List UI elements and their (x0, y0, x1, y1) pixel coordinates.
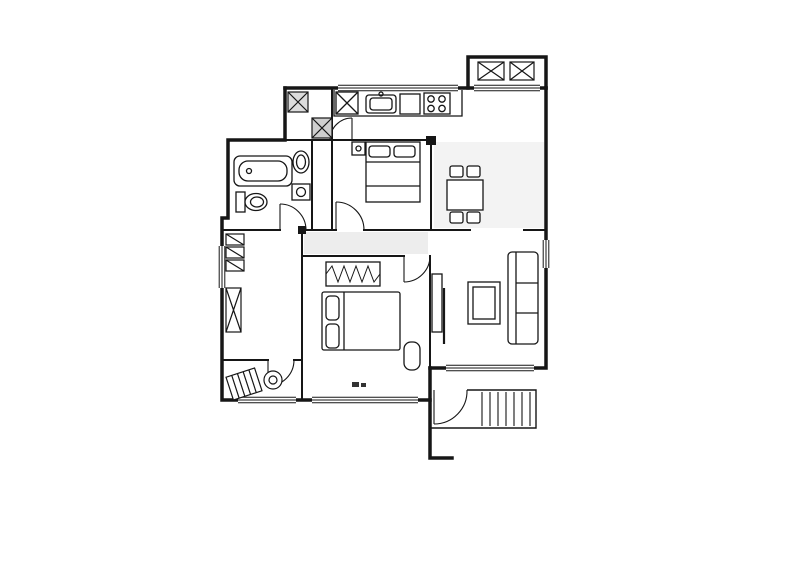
kitchen-fixtures (333, 90, 463, 117)
nightstand (351, 141, 366, 156)
bathroom-fixtures (233, 150, 311, 213)
dining-table (446, 179, 484, 211)
door-entry (433, 389, 468, 425)
kitchen-sink (365, 91, 397, 114)
coffee-table (467, 281, 501, 325)
refrigerator-icon (335, 91, 359, 115)
window-bottom-laundry (238, 396, 296, 404)
window-bottom-master (312, 396, 418, 404)
bathtub (233, 155, 293, 187)
washing-machine (263, 370, 283, 390)
laundry-fixtures (225, 367, 283, 401)
living-room-furniture (431, 251, 539, 345)
kitchen-cabinet (399, 93, 421, 115)
drying-rack (225, 367, 263, 401)
single-bed (365, 141, 421, 203)
toilet (235, 191, 268, 213)
entry-porch (430, 389, 537, 429)
dining-chair (449, 211, 464, 224)
corridor-storage (225, 233, 245, 333)
tall-cabinet (225, 287, 242, 333)
master-bedroom-furniture (321, 261, 421, 371)
windows (218, 84, 550, 404)
window-bottom-living (446, 364, 534, 372)
window-top-kitchen (338, 84, 458, 92)
storage-shelves (225, 233, 245, 272)
door-bedroom (335, 201, 365, 231)
window-top-balcony (474, 84, 540, 92)
small-washbasin (291, 183, 311, 201)
pedestal-washbasin (292, 150, 310, 174)
dining-furniture (446, 165, 484, 224)
dining-chair (449, 165, 464, 178)
window-left (218, 246, 226, 288)
double-bed (321, 291, 401, 351)
dining-chair (466, 165, 481, 178)
bedroom-furniture (351, 141, 421, 203)
wall-posts (298, 136, 436, 234)
dining-chair (466, 211, 481, 224)
bench (403, 341, 421, 371)
window-right-dining (542, 240, 550, 268)
wardrobe-hanging-rail (325, 261, 381, 287)
kitchen-counter (333, 90, 463, 117)
stove-burners (423, 92, 451, 115)
tv-console (431, 273, 446, 344)
door-bathroom (279, 203, 307, 231)
small-text-mark (352, 382, 366, 387)
sofa (507, 251, 539, 345)
entry-steps (481, 392, 531, 426)
door-master-bedroom (403, 255, 431, 283)
utility-shaft-boxes (287, 91, 333, 139)
ac-condenser-units (477, 61, 535, 81)
